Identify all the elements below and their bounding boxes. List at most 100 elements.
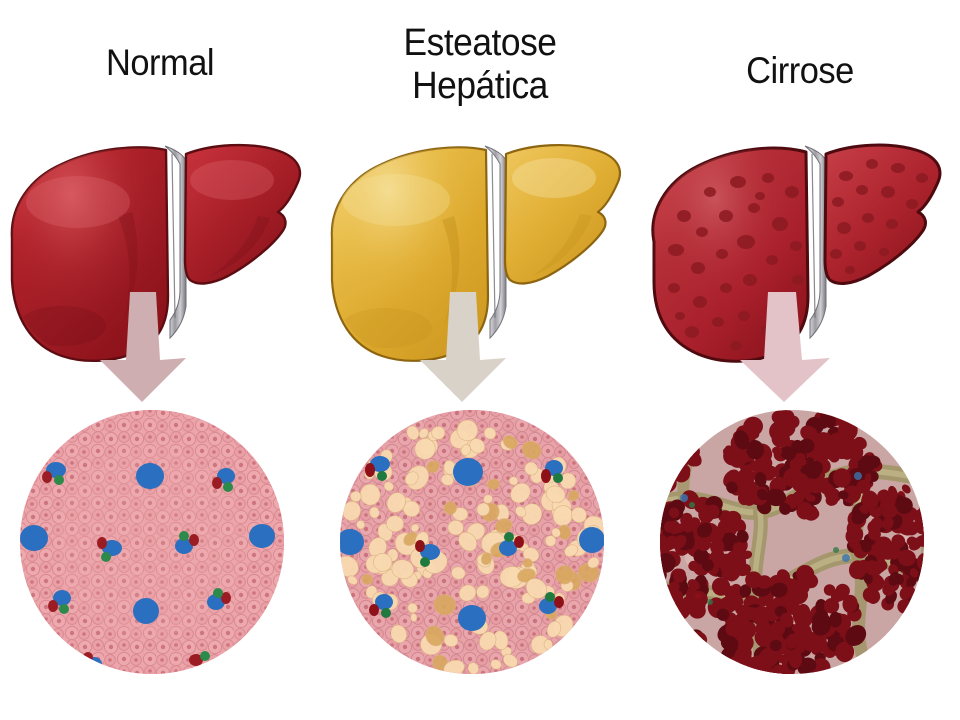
nodule-hepatocyte xyxy=(921,654,924,671)
nodule-hepatocyte xyxy=(919,657,924,669)
nodule-hepatocyte xyxy=(742,550,753,559)
fat-droplet xyxy=(359,483,381,506)
nodule-hepatocyte xyxy=(828,611,842,628)
nodule-hepatocyte xyxy=(670,663,692,674)
nodule-hepatocyte xyxy=(716,608,730,621)
nodule-hepatocyte xyxy=(934,516,955,538)
nodule-hepatocyte xyxy=(678,648,694,667)
panel-title-steatosis: Esteatose Hepática xyxy=(403,22,557,107)
nodule-hepatocyte xyxy=(643,460,659,477)
fat-droplet xyxy=(502,435,518,450)
nodule-hepatocyte xyxy=(641,451,658,468)
fat-droplet xyxy=(551,527,561,538)
falciform-ligament xyxy=(164,145,187,340)
liver-left-lobe xyxy=(503,143,622,285)
nodule-hepatocyte xyxy=(665,638,677,648)
fat-droplet xyxy=(480,552,493,565)
nodule-hepatocyte xyxy=(896,497,913,515)
nodule-hepatocyte xyxy=(897,549,916,567)
nodule-hepatocyte xyxy=(808,460,823,476)
nodule-hepatocyte xyxy=(660,418,661,434)
nodule-hepatocyte xyxy=(660,636,675,651)
nodule-hepatocyte xyxy=(823,584,836,596)
nodule-hepatocyte xyxy=(913,623,924,640)
nodule-hepatocyte xyxy=(946,616,959,630)
nodule-hepatocyte xyxy=(940,618,959,637)
nodule-hepatocyte xyxy=(918,673,932,689)
nodule-hepatocyte xyxy=(921,501,924,514)
fat-droplet xyxy=(515,505,527,518)
arrow-stage-steatosis xyxy=(320,288,640,406)
regenerative-nodule xyxy=(716,564,867,674)
nodule-hepatocyte xyxy=(845,526,864,545)
arrow-stage-normal xyxy=(0,288,320,406)
nodule-hepatocyte xyxy=(796,501,814,520)
fat-droplet xyxy=(390,624,407,644)
nodule-hepatocyte xyxy=(660,632,665,646)
nodule-hepatocyte xyxy=(794,457,807,467)
nodule-hepatocyte xyxy=(832,468,852,488)
nodule-hepatocyte xyxy=(660,654,661,667)
nodule-hepatocyte xyxy=(942,547,960,570)
nodule-hepatocyte xyxy=(641,446,658,463)
nodule-hepatocyte xyxy=(899,638,912,650)
arrow-down-icon xyxy=(740,292,830,402)
septal-vessel xyxy=(680,472,862,605)
nodule-hepatocyte xyxy=(765,488,786,507)
nodule-hepatocyte xyxy=(904,628,923,650)
nodule-hepatocyte xyxy=(660,412,669,433)
nodule-hepatocyte xyxy=(663,521,675,533)
regenerative-nodule xyxy=(845,484,960,614)
nodule-hepatocyte xyxy=(919,582,924,596)
fat-droplet xyxy=(356,520,366,530)
nodule-hepatocyte xyxy=(909,665,920,674)
nodule-hepatocyte xyxy=(908,615,924,634)
nodule-hepatocyte xyxy=(796,564,815,583)
nodule-hepatocyte xyxy=(914,661,924,672)
nodule-hepatocyte xyxy=(834,587,848,601)
nodule-hepatocyte xyxy=(660,467,674,483)
panel-title-normal: Normal xyxy=(105,42,215,83)
nodule-hepatocyte xyxy=(674,633,694,653)
nodule-hepatocyte xyxy=(675,426,684,438)
nodule-hepatocyte xyxy=(932,633,952,652)
fat-droplet xyxy=(431,426,446,440)
nodule-hepatocyte xyxy=(934,667,952,686)
nodule-hepatocyte xyxy=(909,568,919,578)
nodule-hepatocyte xyxy=(736,613,749,631)
fatty-liver-illustration xyxy=(320,120,640,400)
panel-title-cirrhosis: Cirrose xyxy=(746,50,854,91)
nodule-hepatocyte xyxy=(758,647,779,669)
nodule-hepatocyte xyxy=(720,635,739,651)
fat-droplet xyxy=(570,506,587,523)
nodule-hepatocyte xyxy=(737,650,752,666)
nodule-hepatocyte xyxy=(649,673,667,690)
nodule-hepatocyte xyxy=(660,534,661,546)
nodule-hepatocyte xyxy=(660,533,670,553)
nodule-hepatocyte xyxy=(770,621,786,637)
fat-droplet xyxy=(403,531,419,546)
nodule-hepatocyte xyxy=(923,611,939,627)
nodule-hepatocyte xyxy=(920,635,924,653)
nodule-hepatocyte xyxy=(881,517,894,530)
nodule-hepatocyte xyxy=(770,582,788,598)
normal-liver-illustration xyxy=(0,120,320,400)
nodule-hepatocyte xyxy=(837,647,849,658)
nodule-hepatocyte xyxy=(936,648,960,675)
nodule-hepatocyte xyxy=(951,638,960,657)
nodule-hepatocyte xyxy=(919,599,924,609)
nodule-hepatocyte xyxy=(788,649,803,669)
fat-droplet xyxy=(410,613,418,622)
nodule-hepatocyte xyxy=(838,490,849,500)
nodule-hepatocyte xyxy=(660,641,669,652)
nodule-hepatocyte xyxy=(926,671,948,691)
nodule-hepatocyte xyxy=(906,644,918,655)
nodule-hepatocyte xyxy=(751,605,771,626)
fat-droplet xyxy=(544,535,557,547)
nodule-hepatocyte xyxy=(921,675,941,694)
nodule-hepatocyte xyxy=(864,455,881,469)
fat-droplet xyxy=(443,501,457,515)
nodule-hepatocyte xyxy=(861,490,879,510)
nodule-hepatocyte xyxy=(691,646,707,663)
nodule-hepatocyte xyxy=(641,645,653,657)
